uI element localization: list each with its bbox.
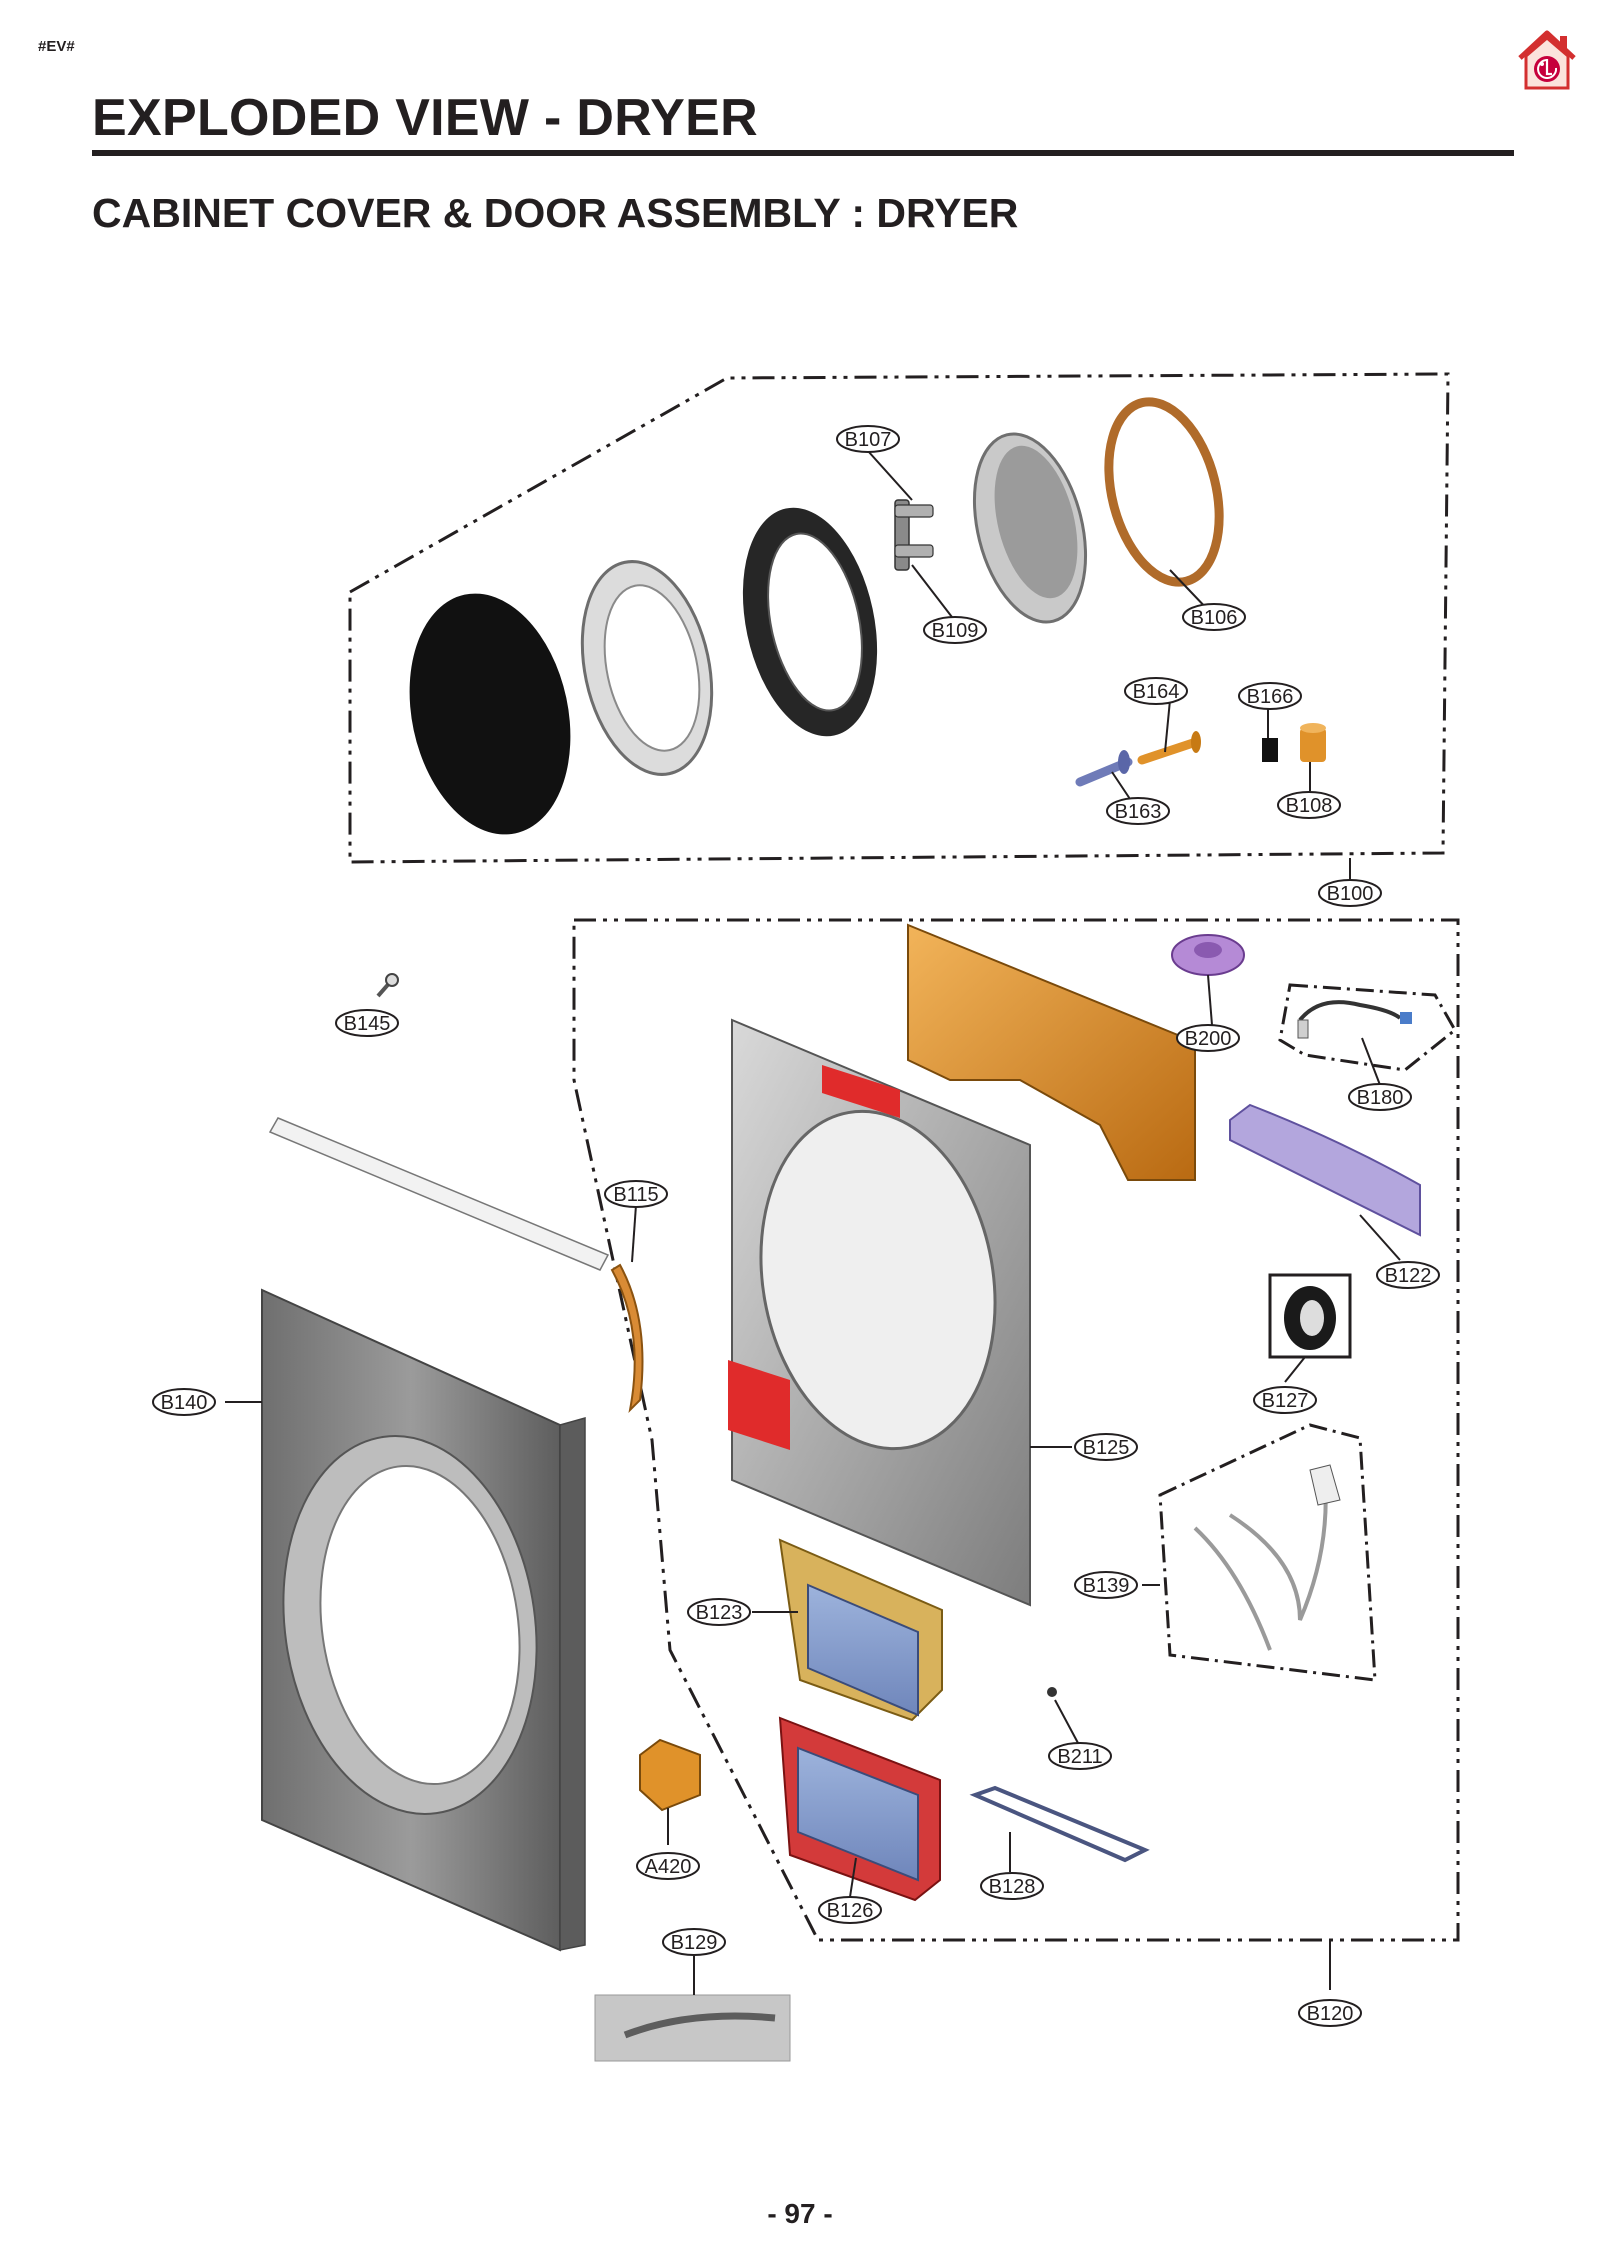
- svg-text:B108: B108: [1286, 795, 1333, 817]
- svg-text:B127: B127: [1262, 1390, 1309, 1412]
- callout-b115: B115: [604, 1180, 668, 1208]
- svg-text:B140: B140: [161, 1392, 208, 1414]
- home-icon[interactable]: [1516, 28, 1578, 92]
- callout-b180: B180: [1348, 1083, 1412, 1111]
- lg-logo-icon: [1534, 56, 1560, 82]
- callout-b125: B125: [1074, 1433, 1138, 1461]
- screw-b163: [1075, 750, 1133, 787]
- svg-text:B125: B125: [1083, 1437, 1130, 1459]
- leader-b164: [1164, 699, 1171, 753]
- part-b211: [1047, 1687, 1057, 1697]
- page-title: EXPLODED VIEW - DRYER: [92, 89, 758, 147]
- callout-b164: B164: [1124, 677, 1188, 705]
- title-divider: [92, 150, 1514, 156]
- callout-b100: B100: [1318, 879, 1382, 907]
- svg-text:B123: B123: [696, 1602, 743, 1624]
- callout-b211: B211: [1048, 1742, 1112, 1770]
- group-outline-b100: [348, 372, 1450, 864]
- foam-b129: [594, 1994, 791, 2062]
- svg-text:B115: B115: [613, 1184, 658, 1206]
- part-b115: [610, 1263, 644, 1413]
- leader-b115: [631, 1204, 637, 1263]
- door-glass-bowl: [972, 432, 1088, 624]
- callout-b129: B129: [662, 1928, 726, 1956]
- svg-text:B106: B106: [1191, 607, 1238, 629]
- svg-text:B109: B109: [932, 620, 979, 642]
- cabinet-front-panel: [261, 1288, 586, 1952]
- svg-text:B100: B100: [1327, 883, 1374, 905]
- wire-b180: [1278, 983, 1457, 1072]
- page-number: - 97 -: [767, 2198, 833, 2229]
- callout-b107: B107: [836, 425, 900, 453]
- callout-b140: B140: [152, 1388, 216, 1416]
- svg-text:B211: B211: [1057, 1746, 1102, 1768]
- callout-b122: B122: [1376, 1261, 1440, 1289]
- callout-b145: B145: [335, 1009, 399, 1037]
- svg-text:B139: B139: [1083, 1575, 1130, 1597]
- svg-text:B107: B107: [845, 429, 892, 451]
- svg-text:B120: B120: [1307, 2003, 1354, 2025]
- callout-b120: B120: [1298, 1999, 1362, 2027]
- svg-text:B180: B180: [1357, 1087, 1404, 1109]
- part-b166: [1262, 738, 1278, 762]
- leader-b109: [911, 564, 956, 622]
- svg-text:A420: A420: [645, 1856, 692, 1878]
- svg-text:B145: B145: [344, 1013, 391, 1035]
- door-gasket-ring: [1104, 397, 1224, 587]
- door-glass-inner: [409, 593, 571, 835]
- leader-b107: [867, 450, 913, 501]
- part-b108: [1300, 723, 1326, 762]
- leader-b126: [849, 1857, 857, 1898]
- sensor-a420: [639, 1738, 701, 1812]
- svg-text:B200: B200: [1185, 1028, 1232, 1050]
- svg-text:B164: B164: [1133, 681, 1180, 703]
- door-ring-outer: [580, 560, 714, 776]
- gasket-b128: [969, 1785, 1150, 1863]
- ev-tag: #EV#: [38, 38, 75, 55]
- cabinet-top-strip: [268, 1117, 610, 1271]
- lint-filter-b126: [778, 1716, 941, 1902]
- leader-b200: [1207, 974, 1213, 1026]
- callout-b108: B108: [1277, 791, 1341, 819]
- callout-b139: B139: [1074, 1571, 1138, 1599]
- leader-b211: [1054, 1699, 1079, 1744]
- callout-b163: B163: [1106, 797, 1170, 825]
- harness-b139: [1158, 1423, 1377, 1682]
- callout-b123: B123: [687, 1598, 751, 1626]
- callout-b126: B126: [818, 1896, 882, 1924]
- section-subtitle: CABINET COVER & DOOR ASSEMBLY : DRYER: [92, 190, 1019, 236]
- screw-b164: [1137, 731, 1201, 765]
- svg-text:B129: B129: [671, 1932, 718, 1954]
- leader-b127: [1284, 1356, 1306, 1383]
- leader-b122: [1359, 1214, 1401, 1261]
- group-outline-b120: [572, 918, 1460, 1942]
- svg-text:B163: B163: [1115, 801, 1162, 823]
- filter-housing-b123: [778, 1538, 943, 1722]
- top-panel-b200: [907, 923, 1196, 1181]
- screw-b145: [376, 973, 399, 998]
- leader-b163: [1111, 771, 1131, 800]
- door-hinge: [894, 499, 934, 571]
- svg-text:B128: B128: [989, 1876, 1036, 1898]
- callout-b109: B109: [923, 616, 987, 644]
- part-b122: [1229, 1103, 1421, 1237]
- callout-b106: B106: [1182, 603, 1246, 631]
- knob-b200: [1171, 934, 1245, 976]
- svg-text:B166: B166: [1247, 686, 1294, 708]
- callout-b127: B127: [1253, 1386, 1317, 1414]
- callout-b200: B200: [1176, 1024, 1240, 1052]
- door-inner-frame: [742, 507, 878, 737]
- svg-text:B122: B122: [1385, 1265, 1432, 1287]
- front-frame-b125: [728, 1018, 1031, 1607]
- leader-b180: [1361, 1037, 1381, 1086]
- callout-a420: A420: [636, 1852, 700, 1880]
- roller-b127: [1268, 1273, 1352, 1359]
- callout-b128: B128: [980, 1872, 1044, 1900]
- svg-text:B126: B126: [827, 1900, 874, 1922]
- callout-b166: B166: [1238, 682, 1302, 710]
